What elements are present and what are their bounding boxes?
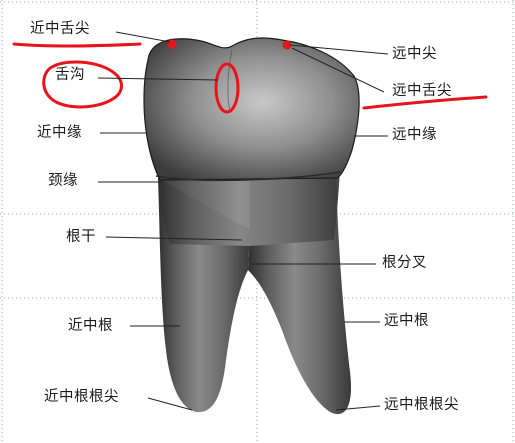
red-circle-sulcus (42, 60, 124, 109)
crown-ridge (227, 49, 233, 113)
label-distal-root-apex: 远中根根尖 (384, 397, 459, 413)
label-distal-cusp: 远中尖 (392, 46, 437, 62)
red-dot-left (167, 39, 177, 49)
label-lingual-sulcus: 舌沟 (55, 67, 85, 83)
root-trunk (158, 170, 340, 246)
leader-mesial-lingual-cusp (115, 31, 171, 43)
label-mesial-marginal: 近中缘 (37, 125, 82, 141)
label-root-bifurcation: 根分叉 (382, 255, 427, 271)
leader-lines (97, 31, 389, 411)
label-distal-root: 远中根 (384, 313, 429, 329)
red-underline-right (362, 95, 488, 110)
crown (143, 37, 360, 181)
cervical-line (155, 171, 341, 182)
leader-distal-lingual (291, 47, 385, 93)
label-distal-marginal: 远中缘 (392, 127, 437, 143)
label-mesial-root: 近中根 (68, 318, 113, 334)
label-mesial-root-apex: 近中根根尖 (44, 389, 119, 405)
red-annotations (12, 42, 488, 114)
leader-lingual-sulcus (97, 77, 219, 81)
red-dot-right (282, 40, 292, 50)
label-cervical-margin: 颈缘 (48, 173, 78, 189)
leader-distal-apex (335, 405, 381, 411)
label-mesial-lingual-cusp: 近中舌尖 (30, 21, 90, 37)
red-ellipse-groove (214, 62, 240, 114)
label-root-trunk: 根干 (66, 229, 96, 245)
leader-root-trunk (105, 236, 243, 241)
leader-mesial-apex (147, 397, 193, 411)
red-underline-left (12, 42, 142, 48)
leader-distal-cusp (289, 44, 389, 55)
label-distal-lingual-cusp: 远中舌尖 (392, 83, 452, 99)
